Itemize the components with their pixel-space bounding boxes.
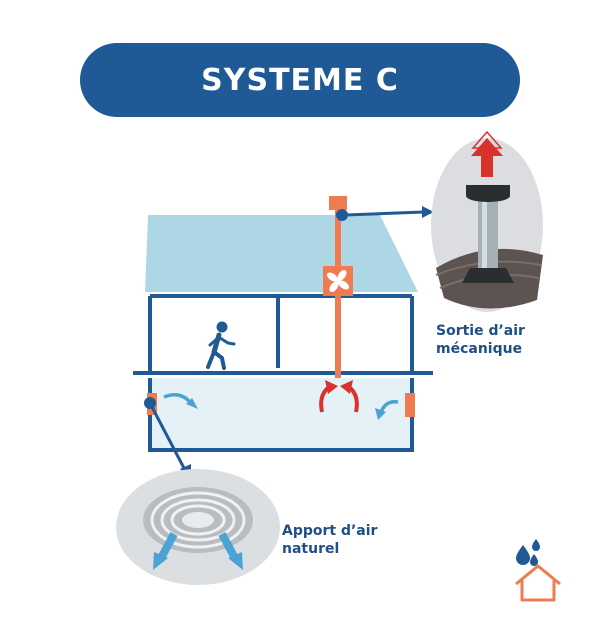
inlet-right xyxy=(375,393,415,420)
outlet-photo xyxy=(431,130,543,312)
outlet-label-line1: Sortie d’air xyxy=(436,323,525,339)
house-icon xyxy=(515,564,561,602)
person-walking-icon xyxy=(206,321,236,370)
title-banner: SYSTEME C xyxy=(80,43,520,117)
exhaust-duct xyxy=(329,196,347,378)
water-drops-icon xyxy=(516,539,540,566)
crawlspace xyxy=(150,378,412,450)
house-structure xyxy=(133,294,433,452)
extract-arrowhead-left xyxy=(325,380,338,394)
inlet-label: Apport d’air naturel xyxy=(282,522,377,558)
fan-icon xyxy=(323,266,353,296)
roof xyxy=(145,215,418,292)
inlet-label-line2: naturel xyxy=(282,541,340,557)
outlet-connector xyxy=(336,206,434,221)
outlet-label: Sortie d’air mécanique xyxy=(436,322,525,358)
outlet-label-line2: mécanique xyxy=(436,341,523,357)
extract-arrowhead-right xyxy=(340,380,353,394)
page-title: SYSTEME C xyxy=(201,62,399,98)
inlet-photo xyxy=(116,469,280,585)
inlet-label-line1: Apport d’air xyxy=(282,523,378,539)
